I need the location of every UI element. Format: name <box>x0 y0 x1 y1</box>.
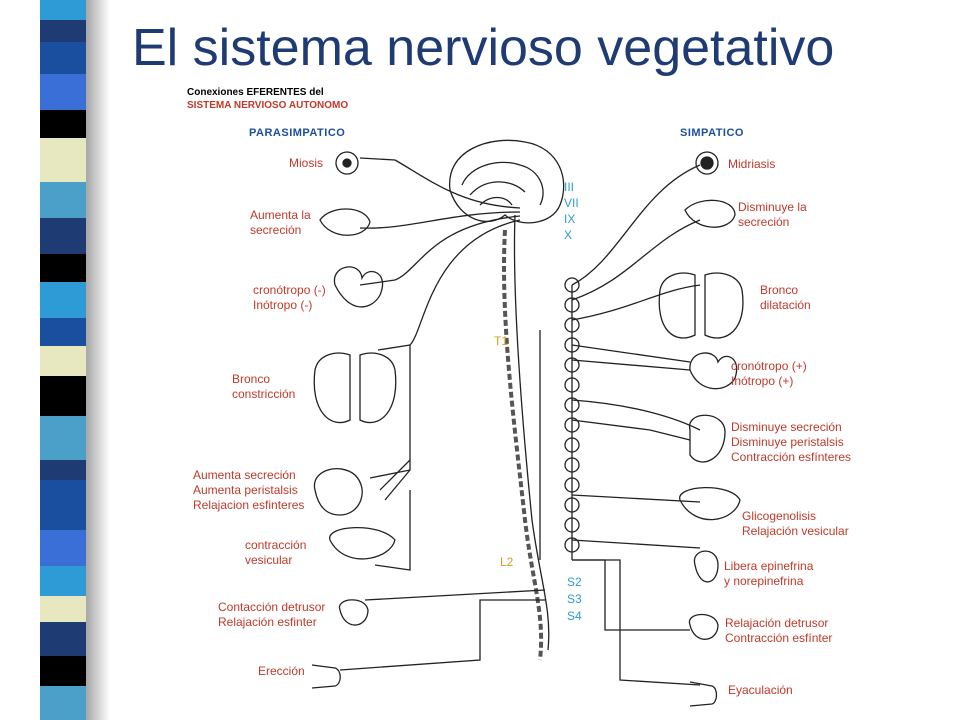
liver-right-icon <box>679 486 741 521</box>
symp-effect-liver: Glicogenolisis Relajación vesicular <box>742 509 849 538</box>
diagram-header-line2: SISTEMA NERVIOSO AUTONOMO <box>187 100 349 111</box>
heart-left-icon <box>333 266 383 308</box>
symp-effect-digestive: Disminuye secreción Disminuye peristalsi… <box>731 420 852 464</box>
brain-outline <box>449 139 565 224</box>
adrenal-kidney-icon <box>693 550 719 583</box>
bladder-left-icon <box>338 599 369 626</box>
symp-effect-salivary: Disminuye la secreción <box>738 200 807 229</box>
salivary-gland-left-icon <box>319 208 371 236</box>
bladder-right-icon <box>688 613 719 640</box>
para-effect-salivary: Aumenta la secreción <box>250 208 311 237</box>
diagram-header-line1: Conexiones EFERENTES del <box>187 87 324 98</box>
eye-right-icon <box>695 151 719 175</box>
symp-effect-heart: cronótropo (+) Inótropo (+) <box>731 359 807 388</box>
brain-folds <box>461 161 544 206</box>
para-effect-heart: cronótropo (-) Inótropo (-) <box>253 283 326 312</box>
genital-right-icon <box>689 681 718 707</box>
symp-effect-midriasis: Midriasis <box>728 157 776 171</box>
heart-right-icon <box>689 352 738 390</box>
lungs-right-icon <box>658 272 744 339</box>
para-effect-digestive: Aumenta secreción Aumenta peristalsis Re… <box>193 468 305 512</box>
para-effect-bladder: Contacción detrusor Relajación esfinter <box>218 600 326 629</box>
level-l2: L2 <box>500 555 514 569</box>
sacral-label-s2: S2 <box>567 575 582 589</box>
para-effect-lungs: Bronco constricción <box>232 372 296 401</box>
spinal-cord <box>513 214 550 651</box>
stripe-shadow <box>86 0 110 720</box>
nerve-label-vii: VII <box>564 196 579 210</box>
genital-left-icon <box>311 664 341 689</box>
vertebral-column <box>502 229 544 661</box>
symp-effect-bladder: Relajación detrusor Contracción esfínter <box>725 616 833 645</box>
para-effect-gallbladder: contracción vesicular <box>245 538 307 567</box>
sacral-label-s3: S3 <box>567 592 582 606</box>
sacral-label-s4: S4 <box>567 609 582 623</box>
para-effect-genital: Erección <box>258 664 305 678</box>
symp-effect-genital: Eyaculación <box>728 683 793 697</box>
salivary-gland-right-icon <box>684 199 736 228</box>
stomach-left-icon <box>313 468 363 516</box>
lungs-left-icon <box>313 352 397 424</box>
nerve-label-x: X <box>564 228 573 242</box>
symp-effect-lungs: Bronco dilatación <box>760 283 811 312</box>
stomach-right-icon <box>689 414 726 463</box>
parasympathetic-heading: PARASIMPATICO <box>249 127 346 139</box>
nerve-label-iii: III <box>564 180 575 194</box>
symp-effect-adrenal: Libera epinefrina y norepinefrina <box>724 559 814 588</box>
eye-left-icon <box>335 151 359 175</box>
sympathetic-heading: SIMPATICO <box>680 127 744 139</box>
page-title: El sistema nervioso vegetativo <box>132 19 835 77</box>
liver-left-icon <box>329 526 396 560</box>
level-t1: T1 <box>494 334 509 348</box>
sympathetic-ganglia <box>564 277 580 553</box>
para-effect-miosis: Miosis <box>289 156 324 170</box>
nerve-label-ix: IX <box>564 212 576 226</box>
decorative-stripe <box>0 0 110 720</box>
